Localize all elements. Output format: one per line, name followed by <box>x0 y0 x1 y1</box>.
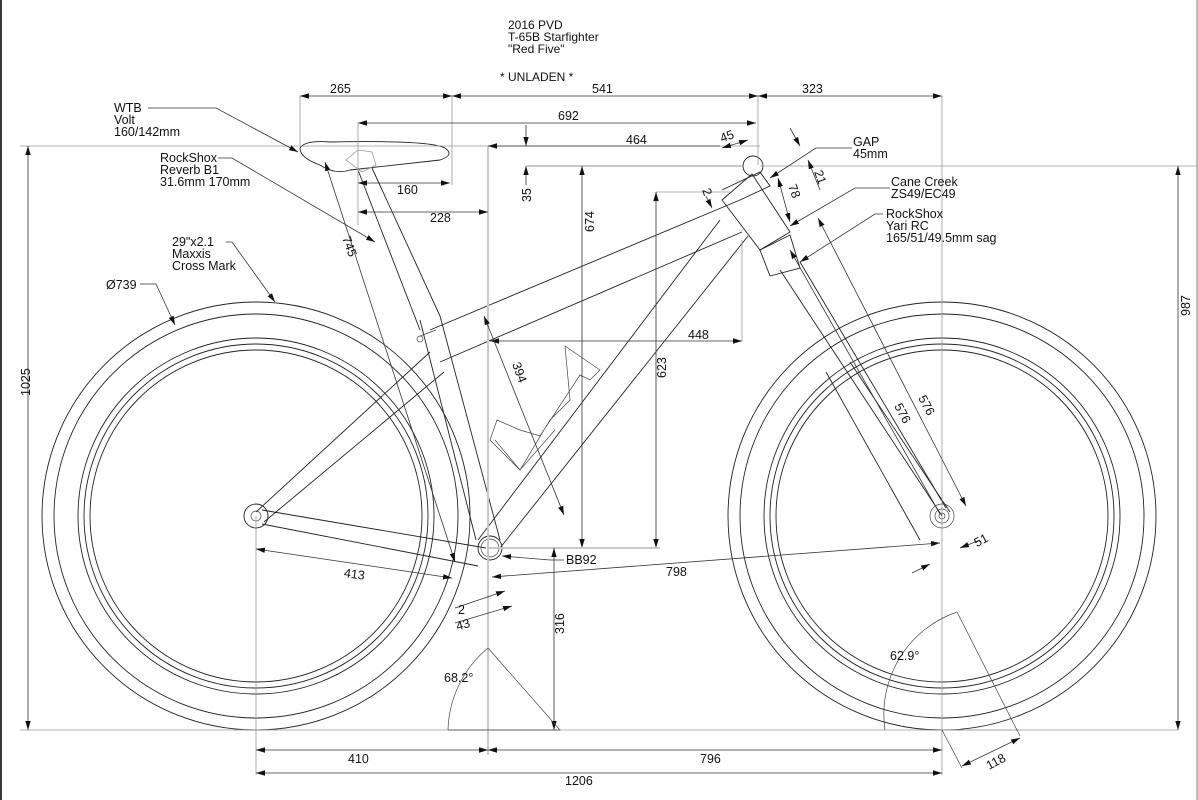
svg-text:31.6mm 170mm: 31.6mm 170mm <box>160 175 250 189</box>
dim-stem-to-axle: 323 <box>802 82 823 96</box>
title-nickname: "Red Five" <box>508 42 565 56</box>
dim-bar-height: 987 <box>1179 295 1193 316</box>
seat-angle-label: 68.2° <box>444 671 473 685</box>
dimension-labels: 265 541 323 692 464 45 160 228 35 674 2 … <box>19 82 1193 788</box>
dim-front-center-horizontal: 796 <box>700 752 721 766</box>
svg-text:RockShox: RockShox <box>160 151 218 165</box>
svg-text:RockShox: RockShox <box>886 207 944 221</box>
dim-wheelbase: 1206 <box>565 774 593 788</box>
dim-saddle-to-stem: 541 <box>592 82 613 96</box>
svg-text:165/51/49.5mm sag: 165/51/49.5mm sag <box>886 231 997 245</box>
title-year-model: 2016 PVD <box>508 18 563 32</box>
callout-seatpost: RockShox Reverb B1 31.6mm 170mm <box>160 151 250 189</box>
svg-text:Yari RC: Yari RC <box>886 219 929 233</box>
dim-headtube: 78 <box>785 182 803 200</box>
svg-text:Volt: Volt <box>114 113 135 127</box>
callout-tire: 29"x2.1 Maxxis Cross Mark <box>172 235 237 273</box>
callout-fork: RockShox Yari RC 165/51/49.5mm sag <box>886 207 997 245</box>
dim-trail: 118 <box>984 751 1008 773</box>
dim-reach: 448 <box>688 328 709 342</box>
drawing-frame-left <box>0 0 2 800</box>
dim-saddle-to-bar: 692 <box>558 109 579 123</box>
drawing-frame-right <box>1196 0 1198 800</box>
dim-seat-tube-length: 394 <box>509 360 529 384</box>
title-block: 2016 PVD T-65B Starfighter "Red Five" * … <box>500 18 599 84</box>
svg-text:ZS49/EC49: ZS49/EC49 <box>891 187 956 201</box>
dim-bb-height: 316 <box>553 613 567 634</box>
callout-saddle: WTB Volt 160/142mm <box>114 101 180 139</box>
dim-stack: 623 <box>655 357 669 378</box>
svg-text:WTB: WTB <box>114 101 142 115</box>
svg-text:29"x2.1: 29"x2.1 <box>172 235 214 249</box>
dim-reach-saddle-bar: 464 <box>626 133 647 147</box>
dim-bb-drop-1: 2 <box>458 603 465 617</box>
svg-text:Cross Mark: Cross Mark <box>172 259 237 273</box>
dim-saddle-length: 160 <box>397 183 418 197</box>
dim-front-center: 798 <box>666 565 687 579</box>
svg-text:GAP: GAP <box>853 135 879 149</box>
callout-bottom-bracket: BB92 <box>566 553 597 567</box>
dim-rear-center: 410 <box>348 752 369 766</box>
dim-saddle-setback: 265 <box>330 82 351 96</box>
dim-spacer: 21 <box>811 168 829 186</box>
dim-saddle-drop: 35 <box>520 188 534 202</box>
dim-chainstay: 413 <box>343 566 366 583</box>
fork <box>759 234 955 541</box>
dim-saddle-nose-bb: 228 <box>430 211 451 225</box>
dim-saddle-height: 674 <box>583 211 597 232</box>
callout-headset: Cane Creek ZS49/EC49 <box>891 175 958 201</box>
callout-wheel-diameter: Ø739 <box>106 278 137 292</box>
title-model-name: T-65B Starfighter <box>508 30 599 44</box>
svg-text:Maxxis: Maxxis <box>172 247 211 261</box>
callout-gap: GAP 45mm <box>853 135 888 161</box>
dim-bb-drop-2: 43 <box>455 616 472 633</box>
svg-text:160/142mm: 160/142mm <box>114 125 180 139</box>
dim-overall-height: 1025 <box>19 368 33 396</box>
dim-seat-tube: 745 <box>339 234 359 258</box>
dim-stack-offset: 2 <box>699 186 715 197</box>
dim-fork-offset: 51 <box>972 531 991 550</box>
svg-text:Reverb B1: Reverb B1 <box>160 163 219 177</box>
angle-labels: 68.2° 62.9° <box>444 649 919 685</box>
dim-stem-length: 45 <box>718 127 736 145</box>
title-condition: * UNLADEN * <box>500 70 574 84</box>
svg-text:Cane Creek: Cane Creek <box>891 175 958 189</box>
head-angle-label: 62.9° <box>890 649 919 663</box>
svg-text:45mm: 45mm <box>853 147 888 161</box>
